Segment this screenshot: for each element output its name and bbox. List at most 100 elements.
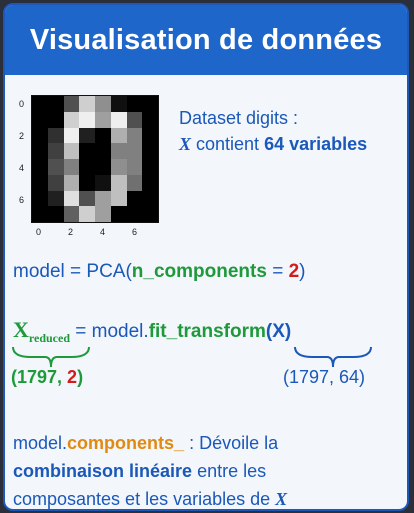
components-description: model.components_ : Dévoile la combinais… bbox=[13, 429, 393, 509]
digit-pixel bbox=[47, 96, 64, 112]
digit-pixel bbox=[110, 111, 127, 128]
digit-pixel bbox=[79, 206, 95, 222]
digit-pixel bbox=[110, 159, 127, 175]
digit-pixel bbox=[63, 174, 80, 191]
components-prefix: model. bbox=[13, 433, 68, 453]
digit-pixel bbox=[32, 190, 48, 207]
digit-pixel bbox=[142, 159, 158, 175]
components-line-1: model.components_ : Dévoile la bbox=[13, 429, 393, 457]
reduced-shape-close: ) bbox=[77, 367, 84, 387]
digit-pixel bbox=[32, 174, 48, 191]
digit-pixel bbox=[79, 174, 95, 191]
digit-pixel bbox=[95, 159, 111, 175]
digit-pixel bbox=[142, 174, 158, 191]
digit-pixel bbox=[32, 111, 48, 128]
fit-transform-arg: (X) bbox=[265, 321, 292, 342]
digit-pixel bbox=[95, 143, 111, 159]
digit-pixel bbox=[47, 143, 64, 159]
digit-pixel bbox=[79, 96, 95, 112]
digit-pixel bbox=[47, 159, 64, 175]
x-tick-4: 4 bbox=[100, 227, 106, 237]
components-x: X bbox=[275, 489, 288, 509]
fit-transform-line: Xreduced = model.fit_transform(X) bbox=[13, 317, 291, 346]
reduced-shape-k: 2 bbox=[67, 367, 78, 387]
dataset-line-1: Dataset digits : bbox=[179, 108, 299, 128]
digit-pixel bbox=[95, 96, 111, 112]
digit-pixel bbox=[47, 111, 64, 128]
digit-pixel bbox=[63, 143, 80, 159]
digit-pixel bbox=[79, 190, 95, 207]
digit-pixel bbox=[47, 127, 64, 144]
digit-pixel bbox=[142, 190, 158, 207]
slide-card: Visualisation de données 0 2 4 6 0 2 4 6… bbox=[3, 3, 409, 511]
digit-pixel bbox=[63, 206, 80, 222]
digit-pixel bbox=[142, 143, 158, 159]
dataset-line-2: X contient 64 variables bbox=[179, 131, 399, 157]
digit-pixel bbox=[32, 159, 48, 175]
digit-pixel-grid bbox=[32, 96, 158, 222]
digit-pixel bbox=[79, 143, 95, 159]
digit-pixel bbox=[142, 127, 158, 144]
digit-image bbox=[31, 95, 159, 223]
digit-pixel bbox=[47, 174, 64, 191]
digit-pixel bbox=[110, 96, 127, 112]
digit-pixel bbox=[126, 206, 143, 222]
digit-pixel bbox=[63, 127, 80, 144]
x-reduced-symbol: X bbox=[13, 317, 29, 342]
n-components-value: 2 bbox=[288, 261, 300, 282]
combinaison-lineaire: combinaison linéaire bbox=[13, 461, 193, 481]
assign-text: = model. bbox=[70, 321, 149, 342]
reduced-shape: (1797, 2) bbox=[11, 367, 83, 388]
digit-pixel bbox=[79, 127, 95, 144]
digit-pixel bbox=[32, 143, 48, 159]
slide-title: Visualisation de données bbox=[5, 5, 407, 75]
digit-pixel bbox=[110, 206, 127, 222]
y-tick-6: 6 bbox=[19, 195, 25, 205]
components-line3-text: composantes et les variables de bbox=[13, 489, 276, 509]
digit-pixel bbox=[47, 190, 64, 207]
components-line-2: combinaison linéaire entre les bbox=[13, 457, 393, 485]
digit-pixel bbox=[126, 190, 143, 207]
equals-sign: = bbox=[266, 261, 289, 282]
components-attr: components_ bbox=[67, 433, 185, 453]
digit-pixel bbox=[95, 174, 111, 191]
digit-pixel bbox=[95, 206, 111, 222]
digit-pixel bbox=[126, 174, 143, 191]
fit-transform-method: fit_transform bbox=[148, 321, 266, 342]
contient-text: contient bbox=[191, 134, 265, 154]
digit-pixel bbox=[95, 127, 111, 144]
components-rest: entre les bbox=[192, 461, 267, 481]
n-components-param: n_components bbox=[131, 261, 267, 282]
x-tick-6: 6 bbox=[132, 227, 138, 237]
digit-pixel bbox=[126, 111, 143, 128]
y-tick-4: 4 bbox=[19, 163, 25, 173]
model-pca-line: model = PCA(n_components = 2) bbox=[13, 261, 305, 283]
digit-pixel bbox=[142, 96, 158, 112]
brace-input bbox=[294, 346, 372, 368]
digit-pixel bbox=[142, 206, 158, 222]
digit-pixel bbox=[63, 190, 80, 207]
x-reduced-subscript: reduced bbox=[28, 331, 70, 345]
digit-pixel bbox=[63, 159, 80, 175]
digit-pixel bbox=[110, 143, 127, 159]
digit-image-plot: 0 2 4 6 0 2 4 6 bbox=[5, 77, 175, 252]
brace-reduced bbox=[12, 346, 90, 368]
digit-pixel bbox=[32, 96, 48, 112]
y-tick-0: 0 bbox=[19, 99, 25, 109]
digit-pixel bbox=[63, 111, 80, 128]
x-variable: X bbox=[179, 134, 192, 154]
digit-pixel bbox=[63, 96, 80, 112]
digit-pixel bbox=[95, 190, 111, 207]
x-tick-0: 0 bbox=[36, 227, 42, 237]
digit-pixel bbox=[126, 159, 143, 175]
digit-pixel bbox=[110, 174, 127, 191]
reduced-shape-n: 1797, bbox=[17, 367, 68, 387]
digit-pixel bbox=[32, 206, 48, 222]
model-pca-suffix: ) bbox=[299, 261, 306, 282]
input-shape: (1797, 64) bbox=[283, 367, 366, 387]
x-tick-2: 2 bbox=[68, 227, 74, 237]
digit-pixel bbox=[126, 127, 143, 144]
digit-pixel bbox=[142, 111, 158, 128]
components-line-3: composantes et les variables de X bbox=[13, 485, 393, 509]
digit-pixel bbox=[110, 190, 127, 207]
